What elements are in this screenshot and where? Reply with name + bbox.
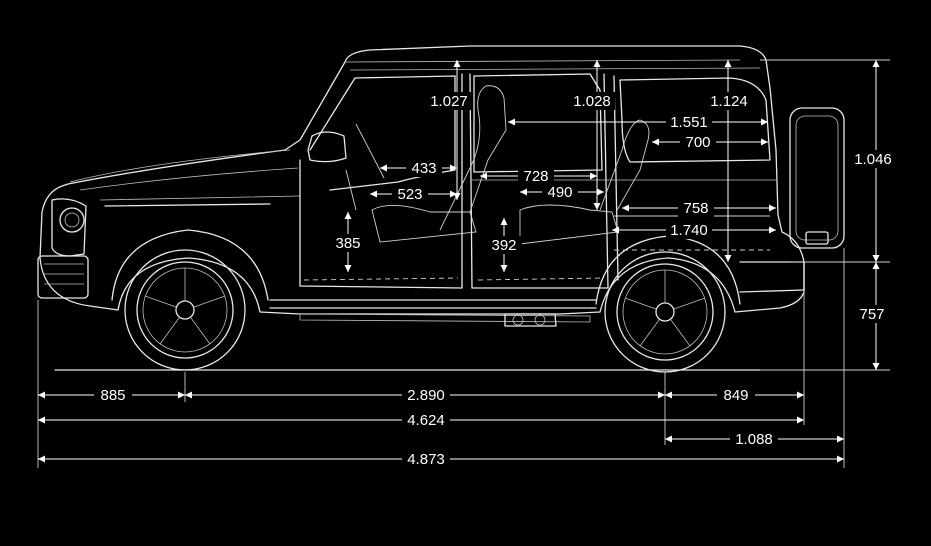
label-cargo-length-upper: 700 [685, 134, 710, 151]
label-cargo-length-floor: 758 [683, 200, 708, 217]
label-overall-length: 4.873 [407, 451, 445, 468]
label-rear-headroom: 1.028 [573, 93, 611, 110]
label-front-legroom-b: 523 [397, 186, 422, 203]
rear-wheel [604, 251, 726, 373]
label-lower-height: 757 [859, 306, 884, 323]
label-rear-overhang-with-spare: 1.088 [735, 431, 773, 448]
label-front-legroom-a: 433 [411, 160, 436, 177]
dimension-labels: 1.027 1.028 1.124 1.551 700 1.046 433 52… [94, 92, 899, 468]
label-roof-section-height: 1.046 [854, 151, 892, 168]
extension-lines [37, 59, 890, 468]
label-front-headroom: 1.027 [430, 93, 468, 110]
label-cargo-length-top: 1.551 [670, 114, 708, 131]
label-rear-seat-height: 392 [491, 237, 516, 254]
car-side-view-outline [37, 45, 805, 371]
label-wheelbase: 2.890 [407, 387, 445, 404]
label-rear-legroom-a: 728 [523, 168, 548, 185]
label-third-row-headroom: 1.124 [710, 93, 748, 110]
label-front-overhang: 885 [100, 387, 125, 404]
label-front-seat-height: 385 [335, 235, 360, 252]
label-load-length: 1.740 [670, 222, 708, 239]
label-rear-legroom-b: 490 [547, 184, 572, 201]
spare-wheel [789, 107, 845, 249]
front-wheel [124, 249, 246, 371]
label-rear-overhang: 849 [723, 387, 748, 404]
label-length-without-spare: 4.624 [407, 412, 445, 429]
